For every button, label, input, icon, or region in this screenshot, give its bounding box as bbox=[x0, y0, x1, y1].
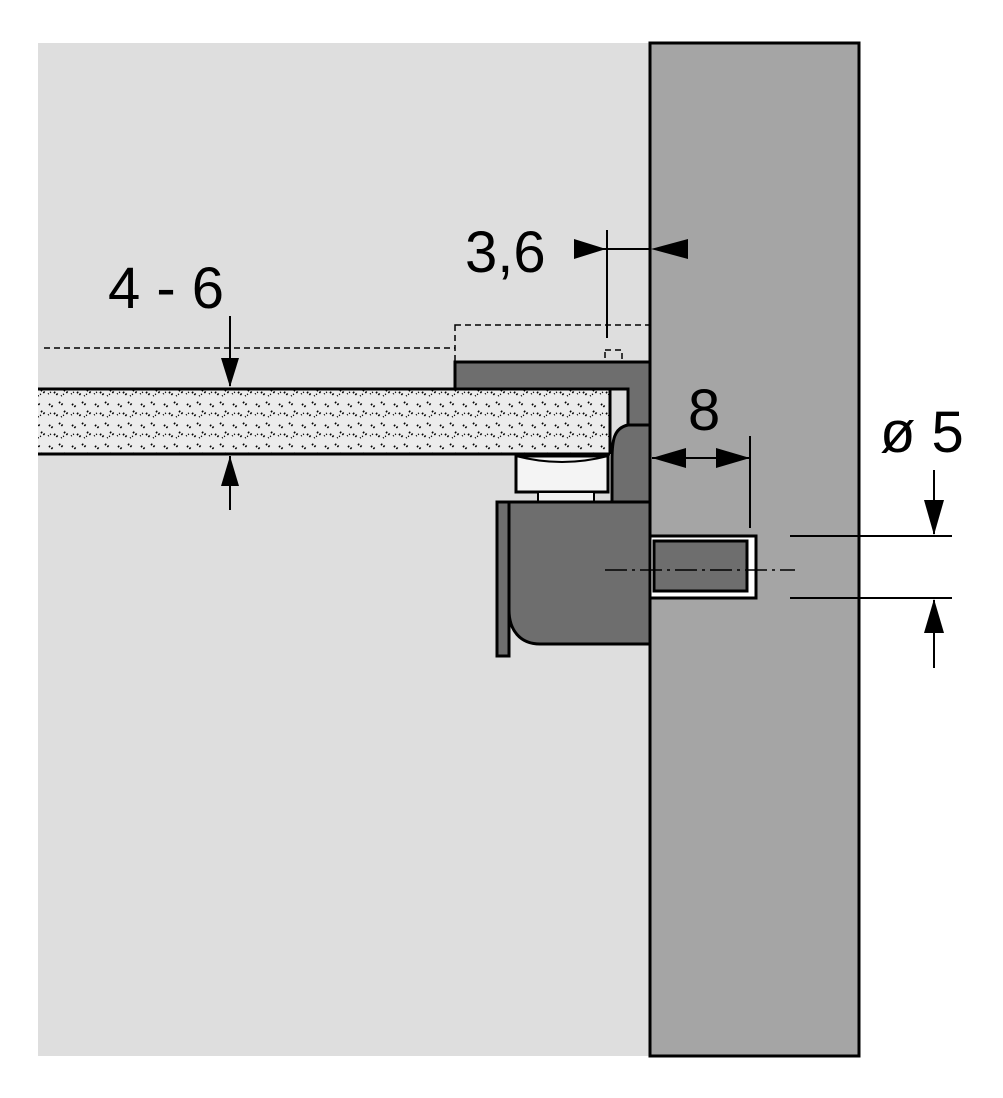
offset-label: 3,6 bbox=[465, 220, 546, 285]
dimension-offset bbox=[574, 230, 688, 338]
depth-label: 8 bbox=[688, 378, 720, 443]
thickness-label: 4 - 6 bbox=[108, 256, 224, 321]
dimension-thickness bbox=[221, 316, 239, 510]
dimension-depth bbox=[652, 436, 751, 528]
shelf-board bbox=[38, 387, 612, 456]
diameter-label: ø 5 bbox=[880, 400, 964, 465]
shelf-support-bracket bbox=[453, 360, 758, 658]
dimension-diameter bbox=[790, 470, 952, 668]
